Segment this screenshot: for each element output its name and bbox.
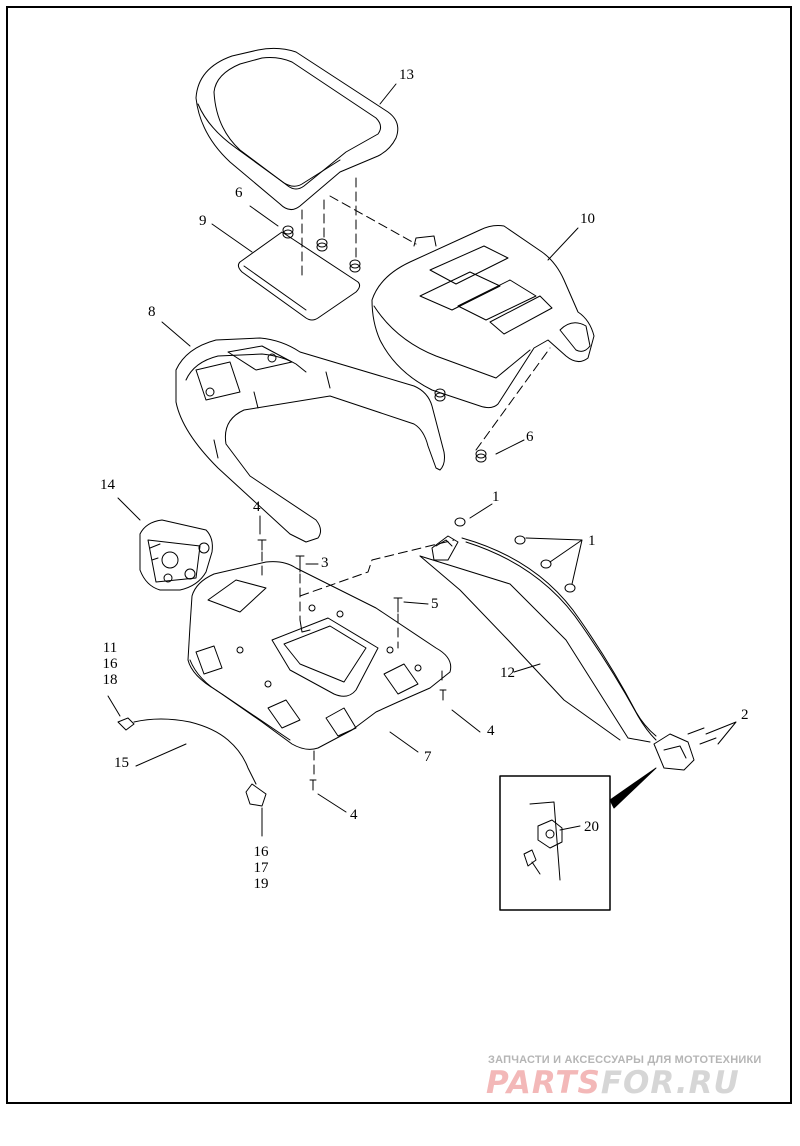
- callout-17: 17: [253, 860, 269, 876]
- assembly-lines: [261, 177, 551, 775]
- callout-1-upper: 1: [492, 489, 500, 505]
- part-13-seat-pad: [195, 47, 399, 210]
- callout-11: 11: [102, 640, 118, 656]
- part-20-lock-assembly: [653, 727, 717, 771]
- part-6-grommets: [282, 225, 487, 463]
- leader-lines: [107, 83, 737, 837]
- callout-20: 20: [584, 819, 599, 835]
- callout-18: 18: [102, 672, 118, 688]
- part-7-base-plate: [187, 561, 452, 750]
- watermark-logo: PARTSFOR.RU: [486, 1066, 786, 1100]
- callout-2: 2: [741, 707, 749, 723]
- callout-7: 7: [424, 749, 432, 765]
- part-14-tail-light: [139, 519, 213, 591]
- callout-12: 12: [500, 665, 515, 681]
- part-20-inset-box: [499, 767, 657, 911]
- diagram-frame: [6, 6, 792, 1104]
- watermark-tagline: ЗАПЧАСТИ И АКСЕССУАРЫ ДЛЯ МОТОТЕХНИКИ: [488, 1054, 762, 1066]
- part-12-side-panel: [419, 555, 651, 743]
- callout-5: 5: [431, 596, 439, 612]
- fasteners: [257, 539, 447, 791]
- callout-16-lower: 16: [253, 844, 269, 860]
- callout-1-right: 1: [588, 533, 596, 549]
- callout-4-upper: 4: [253, 499, 261, 515]
- callout-4-lower: 4: [350, 807, 358, 823]
- callout-group-16-17-19: 16 17 19: [249, 844, 273, 892]
- callout-8: 8: [148, 304, 156, 320]
- watermark-logo-left: PARTS: [486, 1065, 601, 1101]
- part-8-rack-rail: [175, 337, 445, 543]
- callout-4-right: 4: [487, 723, 495, 739]
- callout-9: 9: [199, 213, 207, 229]
- callout-14: 14: [100, 477, 115, 493]
- callout-13: 13: [399, 67, 414, 83]
- watermark-logo-right: FOR.RU: [600, 1065, 740, 1101]
- callout-6-lower: 6: [526, 429, 534, 445]
- callout-10: 10: [580, 211, 595, 227]
- part-10-top-case-lid: [371, 225, 595, 409]
- part-1-latch-cable: [431, 517, 657, 741]
- callout-15: 15: [114, 755, 129, 771]
- callout-3: 3: [321, 555, 329, 571]
- callout-19: 19: [253, 876, 269, 892]
- part-9-base-pad: [237, 231, 361, 321]
- part-15-wiring-harness: [117, 717, 267, 807]
- callout-group-11-16-18: 11 16 18: [98, 640, 122, 688]
- callout-16-upper: 16: [102, 656, 118, 672]
- callout-6-upper: 6: [235, 185, 243, 201]
